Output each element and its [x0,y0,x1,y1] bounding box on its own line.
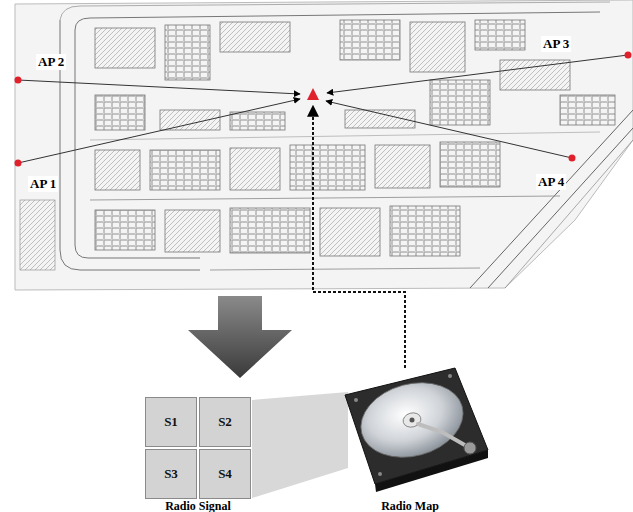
cell-label: S1 [164,414,178,430]
hard-disk [345,368,488,492]
cell-label: S4 [218,466,232,482]
signal-lines [18,55,628,163]
floor-map [15,0,633,290]
signal-cell: S3 [145,449,197,499]
label-holder: Radio Signal [163,496,233,512]
signal-cell: S1 [145,397,197,447]
access-point-label: AP 4 [536,174,566,190]
access-point-label: AP 3 [541,36,571,52]
label-holder: AP 2 [36,52,66,70]
figure-caption: Radio Signal [163,499,233,512]
zoom-wedge [252,392,348,498]
label-holder: AP 1 [28,174,58,192]
signal-cell: S4 [199,449,251,499]
process-arrow [188,296,292,378]
figure-caption: Radio Map [379,499,441,512]
cell-label: S2 [218,414,232,430]
label-holder: AP 4 [536,172,566,190]
label-holder: Radio Map [379,496,441,512]
access-points [15,52,632,167]
label-holder: AP 3 [541,34,571,52]
access-point-label: AP 1 [28,176,58,192]
lookup-line [313,106,405,368]
access-point-label: AP 2 [36,54,66,70]
cell-label: S3 [164,466,178,482]
signal-cell: S2 [199,397,251,447]
user-position [307,88,319,100]
